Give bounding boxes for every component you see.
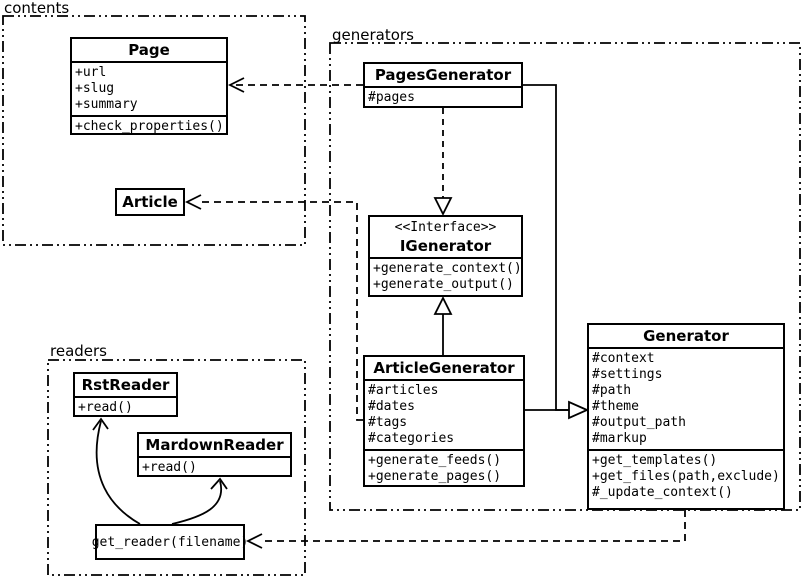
package-border-generators	[329, 42, 801, 511]
class-articlegenerator-methods: +generate_feeds() +generate_pages()	[365, 449, 523, 487]
class-igenerator-name: IGenerator	[399, 237, 492, 255]
uml-method: +get_files(path,exclude)	[592, 469, 780, 484]
class-generator-methods: +get_templates() +get_files(path,exclude…	[589, 449, 783, 508]
class-rstreader-name: RstReader	[81, 376, 170, 394]
class-igenerator-methods: +generate_context() +generate_output()	[370, 257, 522, 295]
uml-method: +generate_output()	[373, 277, 514, 292]
uml-method: +generate_feeds()	[368, 453, 502, 468]
class-articlegenerator: ArticleGenerator #articles #dates #tags …	[363, 355, 525, 487]
open-arrowhead-icon	[184, 194, 202, 210]
class-generator: Generator #context #settings #path #them…	[587, 323, 785, 510]
hollow-triangle-icon	[433, 197, 453, 217]
arrow-getreader-to-markdownreader	[171, 477, 228, 525]
class-articlegenerator-name: ArticleGenerator	[373, 359, 515, 377]
package-label-readers: readers	[50, 342, 107, 360]
open-arrowhead-icon	[245, 533, 263, 549]
open-arrowhead-icon	[210, 477, 228, 490]
class-pagesgenerator: PagesGenerator #pages	[363, 62, 523, 108]
generalization-articlegenerator-to-igenerator	[433, 295, 453, 355]
hollow-triangle-icon	[568, 400, 590, 420]
uml-method: +get_templates()	[592, 453, 718, 468]
uml-attribute: +summary	[75, 97, 138, 112]
uml-attribute: #context	[592, 351, 655, 366]
class-markdownreader-methods: +read()	[139, 456, 290, 478]
class-page-attributes: +url +slug +summary	[72, 61, 226, 115]
function-box-get-reader: get_reader(filename)	[92, 524, 248, 560]
class-page-name: Page	[128, 41, 170, 59]
class-articlegenerator-attributes: #articles #dates #tags #categories	[365, 379, 523, 449]
package-label-contents: contents	[4, 0, 70, 17]
arrow-getreader-to-rstreader	[92, 417, 141, 525]
uml-attribute: #settings	[592, 367, 663, 382]
package-label-generators: generators	[332, 26, 414, 44]
realization-pagesgenerator-to-igenerator	[433, 108, 453, 217]
class-generator-attributes: #context #settings #path #theme #output_…	[589, 347, 783, 449]
open-arrowhead-icon	[227, 77, 245, 93]
class-article-name: Article	[122, 193, 178, 211]
uml-method: +generate_context()	[373, 261, 522, 276]
class-page: Page +url +slug +summary +check_properti…	[70, 37, 228, 135]
uml-attribute: #theme	[592, 399, 639, 414]
class-markdownreader: MardownReader +read()	[137, 432, 292, 477]
class-rstreader: RstReader +read()	[73, 372, 178, 417]
generalization-to-generator	[523, 84, 590, 420]
class-pagesgenerator-attributes: #pages	[365, 86, 521, 108]
class-rstreader-methods: +read()	[75, 396, 176, 418]
package-border-contents	[2, 15, 306, 246]
class-pagesgenerator-name: PagesGenerator	[374, 66, 512, 84]
class-page-methods: +check_properties()	[72, 115, 226, 137]
uml-method: +check_properties()	[75, 119, 224, 134]
uml-attribute: #pages	[368, 90, 415, 105]
uml-attribute: #categories	[368, 431, 455, 446]
uml-attribute: #dates	[368, 399, 415, 414]
uml-method: +read()	[142, 460, 197, 475]
uml-attribute: #articles	[368, 383, 439, 398]
hollow-triangle-icon	[433, 295, 453, 315]
class-generator-name: Generator	[643, 327, 729, 345]
uml-attribute: #tags	[368, 415, 408, 430]
uml-attribute: +url	[75, 65, 107, 80]
dependency-articlegenerator-to-article	[184, 194, 363, 421]
class-article: Article	[115, 188, 185, 216]
uml-attribute: #markup	[592, 431, 647, 446]
uml-method: +read()	[78, 400, 133, 415]
dependency-generator-to-getreader	[245, 510, 686, 549]
uml-method: +generate_pages()	[368, 469, 502, 484]
class-igenerator-stereotype: <<Interface>>	[394, 220, 497, 235]
uml-attribute: #path	[592, 383, 632, 398]
class-igenerator: <<Interface>> IGenerator +generate_conte…	[368, 215, 523, 297]
uml-method: #_update_context()	[592, 485, 733, 500]
package-border-readers	[47, 359, 306, 576]
uml-attribute: #output_path	[592, 415, 686, 430]
uml-attribute: +slug	[75, 81, 115, 96]
class-markdownreader-name: MardownReader	[145, 436, 284, 454]
dependency-pagesgenerator-to-page	[227, 77, 363, 93]
open-arrowhead-icon	[92, 417, 109, 431]
